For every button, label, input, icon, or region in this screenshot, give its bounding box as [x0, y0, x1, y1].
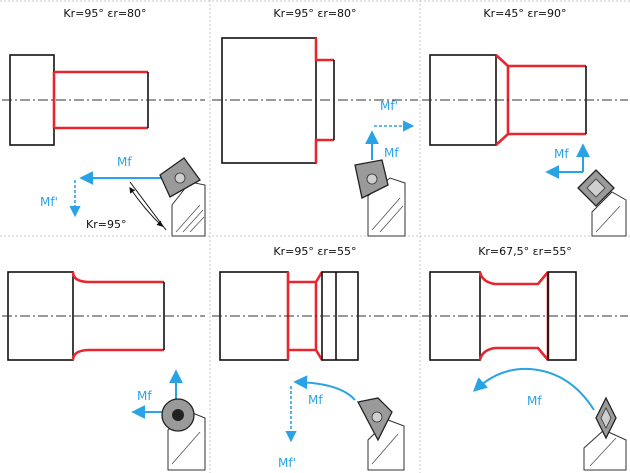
- insert-icon: [595, 396, 617, 440]
- panel-3: Kr=45° εr=90° Mf: [422, 7, 628, 237]
- mf-label: Mf: [554, 147, 569, 161]
- mf-prime-label: Mf': [40, 195, 58, 209]
- mf-label: Mf: [527, 394, 542, 408]
- mf-prime-label: Mf': [380, 99, 398, 113]
- machined-profile: [71, 271, 164, 361]
- machined-profile: [314, 38, 334, 163]
- mf-label: Mf: [137, 389, 152, 403]
- kr-label: Kr=95°: [86, 218, 126, 231]
- panel-4: Mf: [2, 271, 206, 471]
- mf-label: Mf: [308, 393, 323, 407]
- panel-6-title: Kr=67,5° εr=55°: [478, 245, 572, 258]
- insert-icon: [354, 159, 389, 199]
- panel-5: Kr=95° εr=55° Mf Mf': [212, 245, 418, 471]
- tool-holder-icon: [583, 429, 627, 471]
- arrow-icon: [293, 375, 356, 401]
- panel-2-title: Kr=95° εr=80°: [273, 7, 356, 20]
- workpiece-body: [221, 37, 317, 164]
- mf-prime-label: Mf': [278, 456, 296, 470]
- panel-5-title: Kr=95° εr=55°: [273, 245, 356, 258]
- mf-label: Mf: [117, 155, 132, 169]
- tool-holder-icon: [367, 177, 406, 237]
- panel-2: Kr=95° εr=80° Mf' Mf: [212, 7, 418, 237]
- insert-icon: [357, 397, 393, 442]
- tool-holder-icon: [591, 191, 627, 237]
- tool-holder-icon: [171, 181, 206, 237]
- panel-3-title: Kr=45° εr=90°: [483, 7, 566, 20]
- panel-6: Kr=67,5° εr=55° Mf: [422, 245, 628, 471]
- mf-label: Mf: [384, 146, 399, 160]
- arrow-icon: [472, 367, 595, 411]
- insert-icon: [161, 398, 195, 432]
- panel-1: Kr=95° εr=80° Mf Mf' Kr=95°: [2, 7, 206, 237]
- insert-icon: [577, 169, 615, 207]
- panel-1-title: Kr=95° εr=80°: [63, 7, 146, 20]
- insert-icon: [159, 157, 201, 198]
- machined-profile: [52, 70, 148, 130]
